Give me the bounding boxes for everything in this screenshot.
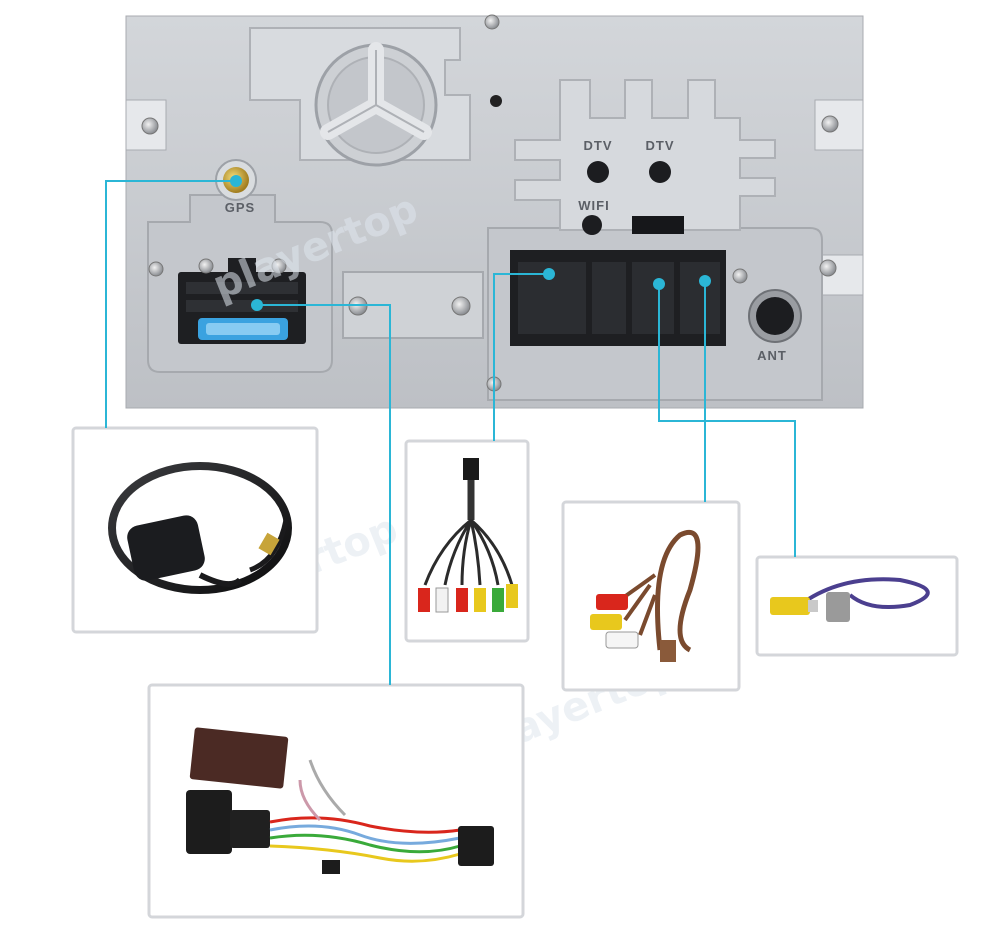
gps-antenna-icon [108,462,292,594]
screws [141,14,839,392]
dtv-right-label: DTV [646,138,675,153]
gps-label: GPS [225,200,255,215]
rear-panel: DTV DTV WIFI GPS [125,14,864,409]
wifi-port [582,215,602,235]
power-harness-icon [186,727,494,874]
multi-connector-block [510,250,726,346]
usb-slot [632,216,684,234]
antenna-port: ANT [748,289,802,363]
rca-cable-icon [590,529,701,662]
rca-harness-icon [418,458,518,613]
dtv-left-label: DTV [584,138,613,153]
rca-cable-box [561,500,741,692]
wifi-label: WIFI [578,198,609,213]
ant-label: ANT [757,348,787,363]
cooling-fan [314,42,438,167]
power-connector [178,258,306,344]
connection-lines [105,175,796,685]
camera-cable-icon [770,577,930,622]
